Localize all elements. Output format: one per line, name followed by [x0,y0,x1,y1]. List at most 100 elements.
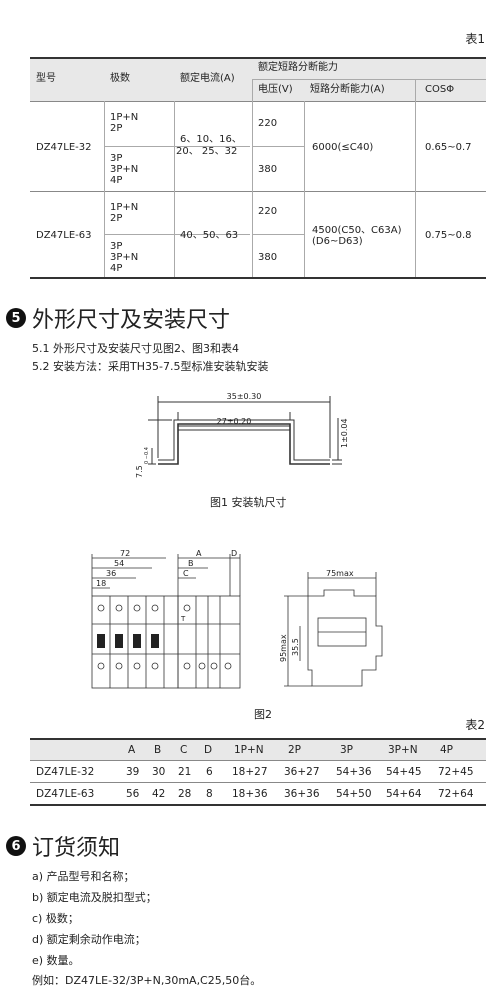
row-a: 56 [126,788,140,800]
dim-75max: 75max [326,569,354,578]
row-voltage: 380 [258,164,278,175]
row-poles: 1P+N [110,202,139,213]
header-1p-n: 1P+N [234,744,264,756]
row-1p-n: 18+36 [232,788,268,800]
dim-height-tol: 0 −0.4 [144,447,150,464]
row-current: 20、 25、32 [176,146,238,157]
order-item: d) 额定剩余动作电流； [32,933,146,946]
header-3p-n: 3P+N [388,744,418,756]
row-voltage: 380 [258,252,278,263]
header-breaking-capacity: 额定短路分断能力 [258,62,338,73]
table1-row: DZ47LE-32 1P+N 2P 3P 3P+N 4P 6、10、16、 20… [30,101,486,191]
row-3p-n: 54+45 [386,766,422,778]
table2: A B C D 1P+N 2P 3P 3P+N 4P DZ47LE-32 39 … [30,738,486,806]
order-item: c) 极数； [32,912,79,925]
order-item: a) 产品型号和名称； [32,870,135,883]
figure2-front-view: 72 54 36 18 A B C D T [91,549,241,689]
table1: 型号 极数 额定电流(A) 额定短路分断能力 电压(V) 短路分断能力(A) C… [30,57,486,279]
row-4p: 72+45 [438,766,474,778]
row-voltage: 220 [258,118,278,129]
row-poles: 3P [110,153,123,164]
section5-number: 5 [6,308,26,328]
label-b: B [188,559,194,568]
row-2p: 36+36 [284,788,320,800]
row-4p: 72+64 [438,788,474,800]
header-4p: 4P [440,744,454,756]
row-poles: 3P+N [110,164,139,175]
order-item: b) 额定电流及脱扣型式； [32,891,157,904]
dim-54: 54 [114,559,124,568]
section5-heading: 5 外形尺寸及安装尺寸 [6,302,230,334]
label-t: T [180,615,186,623]
row-breaking: (D6~D63) [312,236,363,247]
table2-label: 表2 [465,718,485,732]
dim-95max: 95max [279,634,288,662]
row-current: 40、50、63 [180,230,239,241]
row-cos: 0.65~0.7 [425,142,472,153]
row-model: DZ47LE-32 [36,766,95,778]
label-c: C [183,569,189,578]
row-d: 6 [206,766,213,778]
row-poles: 2P [110,213,123,224]
row-breaking: 6000(≤C40) [312,142,374,153]
row-3p: 54+50 [336,788,372,800]
dim-18: 18 [96,579,106,588]
row-b: 30 [152,766,166,778]
row-model: DZ47LE-63 [36,788,95,800]
row-model: DZ47LE-32 [36,142,92,153]
dim-thickness: 1±0.04 [340,418,349,448]
header-c: C [180,744,188,756]
row-poles: 2P [110,123,123,134]
order-example: 例如：DZ47LE-32/3P+N,30mA,C25,50台。 [32,974,262,987]
table2-header [30,738,486,760]
row-a: 39 [126,766,140,778]
section5-title: 外形尺寸及安装尺寸 [32,308,231,333]
figure1-din-rail: 35±0.30 27±0.20 1±0.04 7.5 0 −0.4 [135,392,349,478]
figure2-side-view: 75max 95max 35.5 [279,569,383,687]
row-voltage: 220 [258,206,278,217]
dim-72: 72 [120,549,130,558]
row-breaking: 4500(C50、C63A) [312,225,402,236]
header-rated-current: 额定电流(A) [180,73,235,84]
row-poles: 4P [110,263,123,274]
label-d: D [231,549,237,558]
row-c: 21 [178,766,192,778]
header-breaking: 短路分断能力(A) [310,84,385,95]
row-2p: 36+27 [284,766,320,778]
row-3p-n: 54+64 [386,788,422,800]
dim-36: 36 [106,569,116,578]
header-voltage: 电压(V) [258,84,293,95]
row-poles: 4P [110,175,123,186]
dim-inner: 27±0.20 [217,417,252,426]
header-d: D [204,744,213,756]
section6-number: 6 [6,836,26,856]
row-c: 28 [178,788,192,800]
section6-title: 订货须知 [32,836,121,861]
row-poles: 3P [110,241,123,252]
order-item: e) 数量。 [32,954,80,967]
row-poles: 1P+N [110,112,139,123]
row-1p-n: 18+27 [232,766,268,778]
section5-line1: 5.1 外形尺寸及安装尺寸见图2、图3和表4 [32,342,239,355]
figure2-caption: 图2 [254,708,272,721]
row-poles: 3P+N [110,252,139,263]
figure1-caption: 图1 安装轨尺寸 [210,496,287,509]
header-b: B [154,744,162,756]
section5-line2: 5.2 安装方法：采用TH35-7.5型标准安装轨安装 [32,360,269,373]
row-current: 6、10、16、 [180,134,242,145]
dim-outer: 35±0.30 [227,392,262,401]
row-d: 8 [206,788,213,800]
header-a: A [128,744,136,756]
section6-heading: 6 订货须知 [6,830,120,862]
table1-label: 表1 [465,32,485,46]
row-model: DZ47LE-63 [36,230,92,241]
row-b: 42 [152,788,166,800]
header-poles: 极数 [110,73,130,84]
table1-row: DZ47LE-63 1P+N 2P 3P 3P+N 4P 40、50、63 22… [30,191,486,277]
dim-height: 7.5 [135,465,144,478]
header-model: 型号 [36,73,56,84]
header-3p: 3P [340,744,354,756]
label-a: A [196,549,202,558]
dim-35-5: 35.5 [291,638,300,656]
header-2p: 2P [288,744,302,756]
